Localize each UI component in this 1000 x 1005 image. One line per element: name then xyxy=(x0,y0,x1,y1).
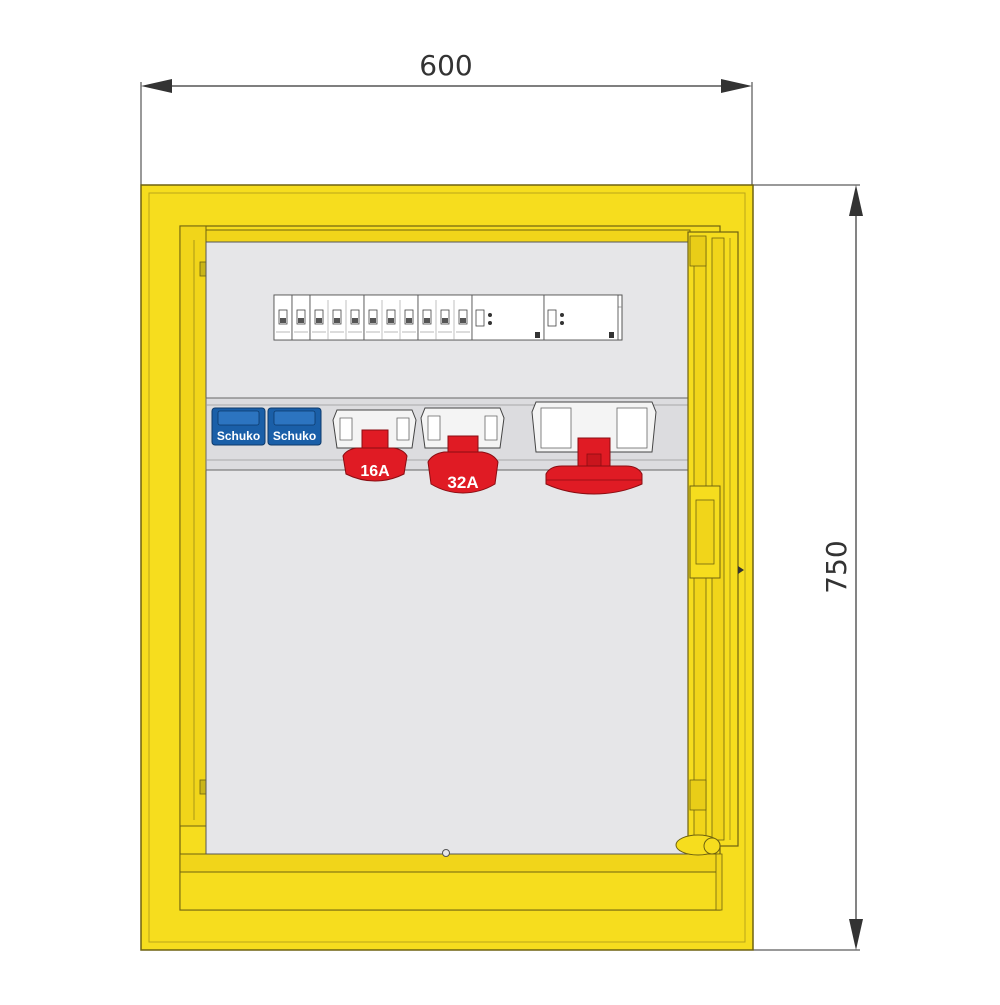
breaker-module-triple xyxy=(363,294,419,341)
rcd-indicator xyxy=(488,321,492,325)
cee-16a-neck xyxy=(361,429,389,451)
breaker-toggle xyxy=(314,309,324,325)
breaker-toggle xyxy=(332,309,342,325)
cee-large-tab-right xyxy=(616,407,648,449)
cee-socket-32a: 32A xyxy=(420,407,505,494)
breaker-toggle-lever xyxy=(388,318,394,323)
breaker-toggle-lever xyxy=(334,318,340,323)
left-hinge-top xyxy=(199,261,207,277)
breaker-toggle xyxy=(422,309,432,325)
width-arrow-right xyxy=(721,79,752,93)
rcd-toggle xyxy=(547,309,557,327)
breaker-toggle xyxy=(368,309,378,325)
panel-screw xyxy=(442,849,450,857)
breaker-toggle xyxy=(458,309,468,325)
breaker-module-triple xyxy=(309,294,365,341)
breaker-toggle-lever xyxy=(298,318,304,323)
rcd-indicator xyxy=(560,321,564,325)
breaker-toggle-lever xyxy=(316,318,322,323)
breaker-module-rcd xyxy=(543,294,619,341)
door-handle-grip xyxy=(695,499,715,565)
breaker-toggle-lever xyxy=(352,318,358,323)
breaker-module-single xyxy=(273,294,293,341)
sill-end xyxy=(715,853,723,911)
door-hinge-top xyxy=(689,235,707,267)
breaker-module-single xyxy=(291,294,311,341)
cee-32a-housing xyxy=(420,407,505,449)
breaker-module-rcd xyxy=(471,294,545,341)
panel-plate xyxy=(205,241,689,855)
cabinet-frame-inner-line xyxy=(148,192,746,943)
cee-16a-label: 16A xyxy=(360,463,390,480)
width-label: 600 xyxy=(419,49,472,82)
breaker-toggle xyxy=(296,309,306,325)
cee-16a-housing xyxy=(332,409,417,449)
cee-socket-large xyxy=(531,401,657,495)
breaker-toggle xyxy=(386,309,396,325)
breaker-toggle xyxy=(404,309,414,325)
schuko-socket-1: Schuko xyxy=(211,407,266,446)
bottom-sill-front xyxy=(179,871,721,911)
height-arrow-bottom xyxy=(849,919,863,950)
rcd-toggle xyxy=(475,309,485,327)
cee-socket-16a: 16A xyxy=(332,409,417,482)
breaker-toggle-lever xyxy=(280,318,286,323)
door-edge xyxy=(675,231,744,856)
rcd-indicator xyxy=(560,313,564,317)
schuko-lid xyxy=(273,410,316,426)
cee-16a-side-tabs xyxy=(339,417,410,441)
cee-large-tab-left xyxy=(540,407,572,449)
breaker-toggle-lever xyxy=(406,318,412,323)
schuko-lid xyxy=(217,410,260,426)
breaker-module-triple xyxy=(417,294,473,341)
cee-16a-cap xyxy=(342,447,408,482)
breaker-toggle-lever xyxy=(442,318,448,323)
schuko-label: Schuko xyxy=(273,429,316,443)
left-hinge-bottom xyxy=(199,779,207,795)
breaker-toggle xyxy=(350,309,360,325)
width-dimension: 600 xyxy=(140,49,753,185)
rcd-indicator xyxy=(488,313,492,317)
schuko-label: Schuko xyxy=(217,429,260,443)
top-inner-beam xyxy=(205,229,691,243)
breaker-toggle xyxy=(440,309,450,325)
cee-32a-label: 32A xyxy=(447,473,478,492)
height-arrow-top xyxy=(849,185,863,216)
door-hinge-bottom xyxy=(689,779,707,811)
cee-32a-cap xyxy=(427,451,499,494)
rcd-test-button xyxy=(609,332,614,338)
cee-32a-side-tabs xyxy=(427,415,498,441)
breaker-row xyxy=(273,294,623,341)
breaker-toggle-lever xyxy=(424,318,430,323)
door-hinge-pin xyxy=(703,837,721,855)
breaker-toggle-lever xyxy=(460,318,466,323)
bottom-sill-top xyxy=(179,853,721,873)
height-dimension: 750 xyxy=(752,184,863,951)
schuko-socket-2: Schuko xyxy=(267,407,322,446)
door-latch-marker xyxy=(738,566,744,574)
rcd-test-button xyxy=(535,332,540,338)
height-label: 750 xyxy=(820,540,853,593)
breaker-toggle-lever xyxy=(370,318,376,323)
cee-32a-neck xyxy=(447,435,479,455)
breaker-toggle xyxy=(278,309,288,325)
left-inner-post xyxy=(179,225,207,827)
mounting-panel xyxy=(205,241,689,857)
width-arrow-left xyxy=(141,79,172,93)
